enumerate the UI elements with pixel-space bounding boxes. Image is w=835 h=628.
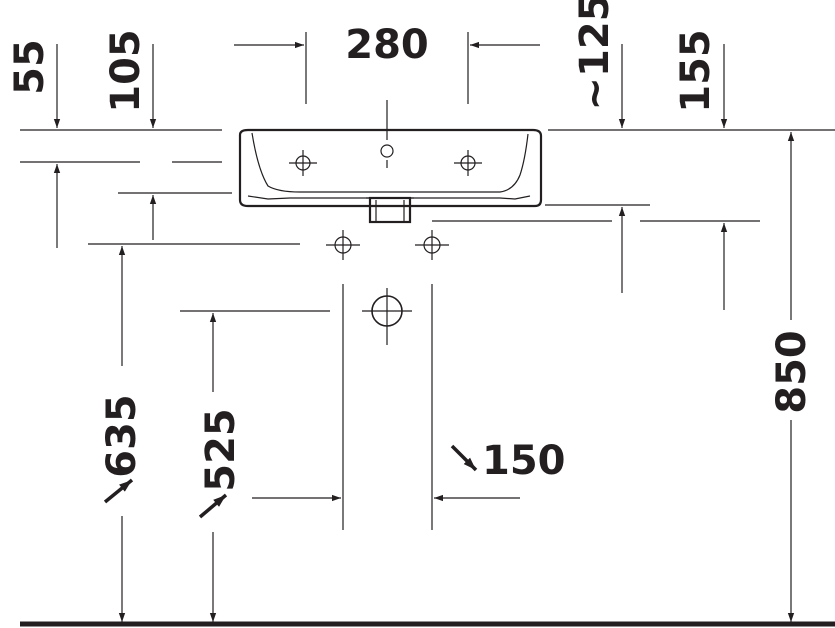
waste-pipe-icon <box>342 284 433 530</box>
dim-125-label: ~125 <box>572 0 618 111</box>
dim-150-label: 150 <box>482 438 566 484</box>
fixing-hole-left-icon <box>326 230 360 260</box>
dim-525-label: 525 <box>198 408 244 492</box>
basin <box>238 128 543 224</box>
tap-hole-right-icon <box>454 150 482 176</box>
dimension-arrows <box>53 41 795 622</box>
dim-850-label: 850 <box>769 330 815 414</box>
tap-hole-left-icon <box>289 150 317 176</box>
dim-635-label: 635 <box>99 394 145 478</box>
fixing-hole-right-icon <box>415 230 449 260</box>
dim-105-label: 105 <box>103 29 149 113</box>
dim-155-label: 155 <box>673 29 719 113</box>
dim-55-label: 55 <box>7 39 53 95</box>
dim-280-label: 280 <box>345 22 429 68</box>
reference-lines <box>20 32 835 312</box>
overflow-hole-icon <box>380 100 394 168</box>
